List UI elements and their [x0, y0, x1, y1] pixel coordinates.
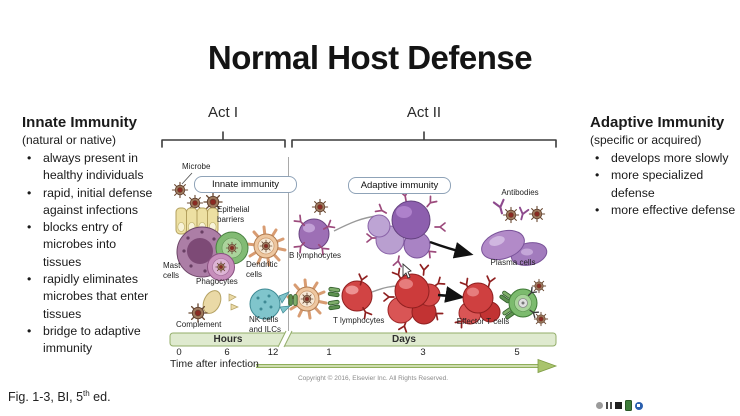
b-lymphocyte [293, 198, 336, 256]
act-one-bracket [161, 131, 286, 148]
effector-t-cells [454, 275, 501, 329]
dendritic-cells-label: Dendritic cells [246, 260, 278, 279]
effector-t-cells-label: Effector T cells [456, 317, 510, 326]
timeline-tick-6: 6 [224, 347, 230, 358]
media-controls [596, 400, 643, 411]
figure-reference-sup: th [83, 389, 90, 398]
complement-label: Complement [176, 320, 222, 329]
t-cell-cluster [383, 263, 446, 333]
time-axis-label: Time after infection [170, 358, 259, 370]
pause-icon[interactable] [606, 402, 612, 409]
slide-title: Normal Host Defense [207, 39, 533, 76]
bullet-item: bridge to adaptive immunity [22, 323, 157, 358]
timeline-tick-12: 12 [267, 347, 279, 358]
copyright-notice: Copyright © 2016, Elsevier Inc. All Righ… [297, 375, 449, 382]
time-axis-arrow [256, 358, 558, 374]
adaptive-subheading: (specific or acquired) [590, 133, 702, 147]
act-two-label: Act II [406, 104, 442, 121]
complement-icons [188, 290, 239, 323]
effector-differentiation-arrow [437, 286, 465, 303]
t-lymphocytes-label: T lymphocytes [333, 316, 385, 325]
bullet-item: always present in healthy individuals [22, 150, 157, 185]
timeline-bar [169, 330, 557, 348]
bullet-item: more specialized defense [590, 167, 738, 202]
phagocytes-label: Phagocytes [196, 277, 238, 286]
adaptive-bullet-list: develops more slowly more specialized de… [590, 150, 738, 219]
bullet-item: more effective defense [590, 202, 738, 220]
microbe-pointer-line [181, 172, 193, 185]
timeline-tick-1: 1 [326, 347, 332, 358]
dendritic-cell-presenting [286, 278, 328, 320]
plasma-cells-label: Plasma cells [490, 258, 536, 267]
figure-reference-suffix: ed. [89, 390, 111, 405]
mouse-cursor [402, 263, 412, 279]
innate-bullet-list: always present in healthy individuals ra… [22, 150, 157, 358]
act-two-bracket [291, 131, 557, 148]
adaptive-immunity-box-label: Adaptive immunity [348, 177, 451, 194]
microbe-label: Microbe [182, 162, 211, 171]
adaptive-heading: Adaptive Immunity [590, 114, 725, 131]
phagocyte-cells [207, 231, 249, 281]
plasma-cells [481, 229, 548, 266]
antibodies-label: Antibodies [501, 188, 539, 197]
adaptive-immunity-panel: Adaptive Immunity (specific or acquired)… [590, 113, 738, 219]
green-indicator-icon [624, 400, 632, 411]
mast-cells-label: Mast cells [163, 261, 181, 280]
bullet-item: rapidly eliminates microbes that enter t… [22, 271, 157, 323]
plasma-differentiation-arrow [429, 240, 474, 259]
timeline-tick-0: 0 [176, 347, 182, 358]
epithelial-barriers-label: Epithelial barriers [217, 205, 250, 224]
figure-reference-text: Fig. 1-3, BI, 5 [8, 390, 84, 405]
bullet-item: rapid, initial defense against infection… [22, 185, 157, 220]
hours-zone-label: Hours [213, 334, 243, 345]
bullet-item: blocks entry of microbes into tissues [22, 219, 157, 271]
innate-immunity-panel: Innate Immunity (natural or native) alwa… [22, 113, 157, 358]
days-zone-label: Days [392, 334, 416, 345]
nk-cell [249, 288, 291, 320]
stop-icon[interactable] [614, 402, 622, 409]
timeline-tick-3: 3 [420, 347, 426, 358]
recording-dot-icon [596, 402, 603, 409]
innate-immunity-box-label: Innate immunity [194, 176, 297, 193]
antibody-icons [492, 198, 546, 224]
b-cell-cluster [366, 189, 446, 268]
act-one-label: Act I [207, 104, 238, 121]
timeline-tick-5: 5 [514, 347, 520, 358]
b-lymphocytes-label: B lymphocytes [289, 251, 342, 260]
blue-status-icon[interactable] [634, 401, 643, 410]
innate-heading: Innate Immunity [22, 114, 138, 131]
innate-subheading: (natural or native) [22, 133, 117, 147]
figure-reference: Fig. 1-3, BI, 5th ed. [8, 389, 111, 404]
t-lymphocyte [327, 273, 373, 320]
nk-cells-label: NK cells and ILCs [249, 315, 282, 334]
bullet-item: develops more slowly [590, 150, 738, 168]
target-cell [498, 278, 549, 327]
